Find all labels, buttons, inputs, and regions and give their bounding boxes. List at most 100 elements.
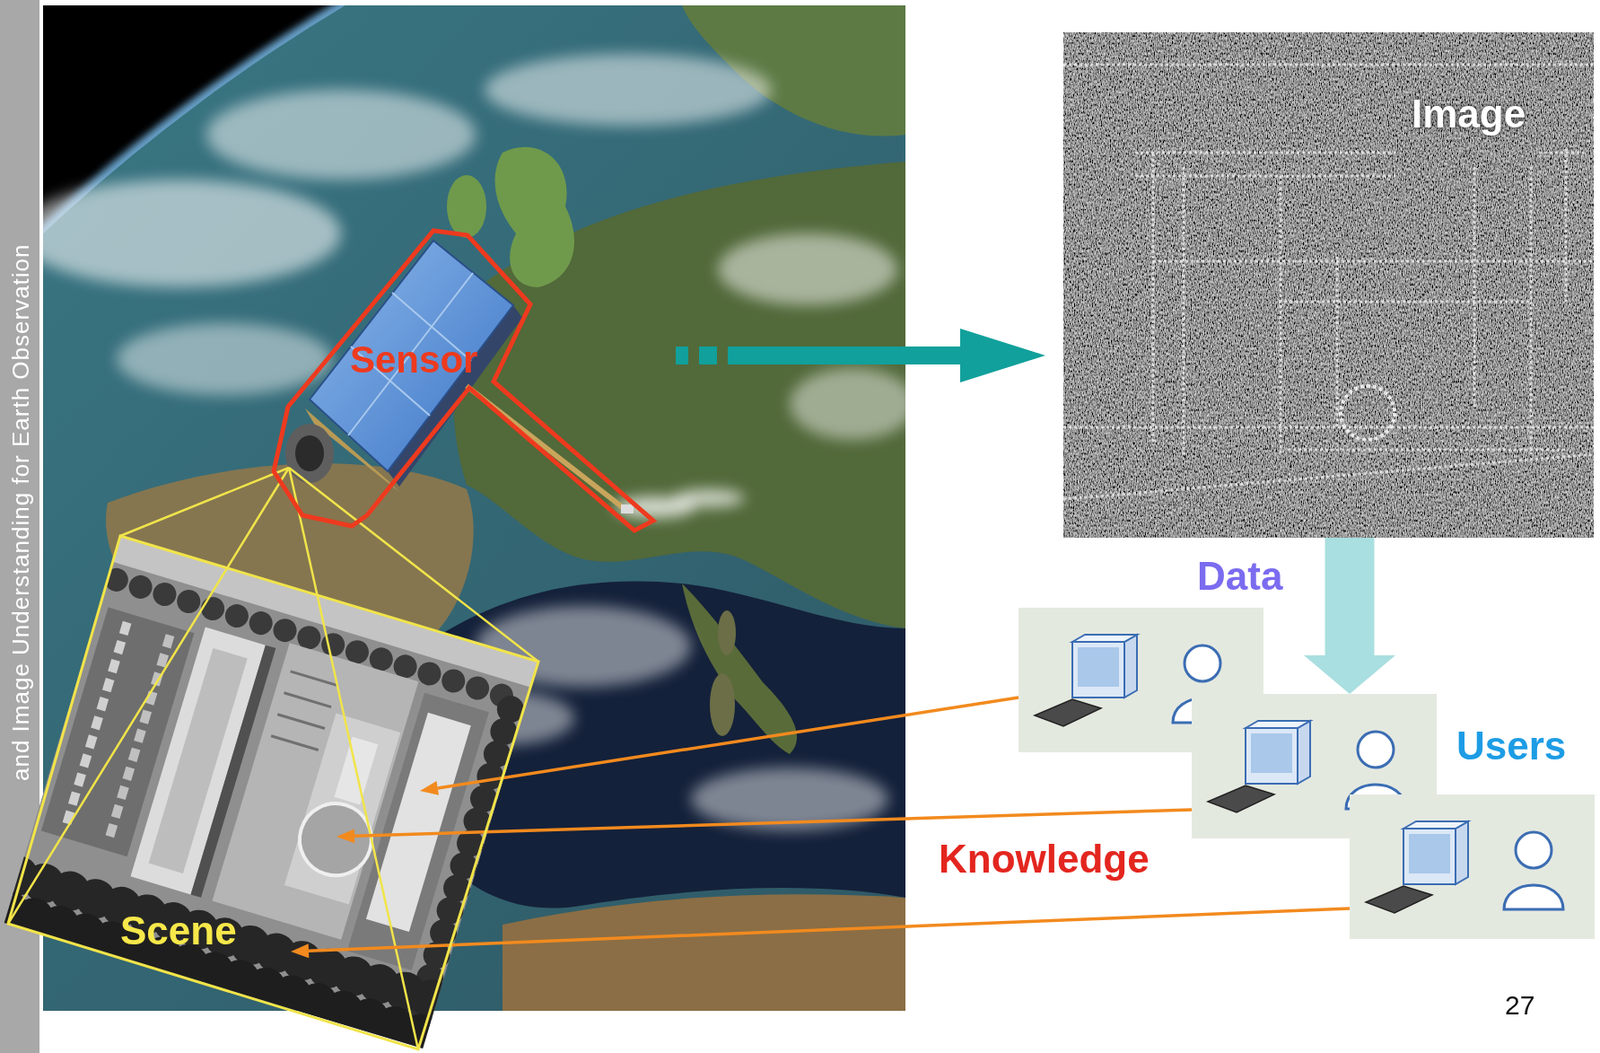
land-ireland: [446, 174, 487, 238]
connector-line: [308, 908, 1350, 951]
sar-line: [1565, 148, 1568, 302]
cloud: [206, 89, 476, 180]
scene-photo: [4, 535, 540, 1049]
windows: [283, 692, 332, 708]
sar-line: [1473, 166, 1477, 410]
sar-line: [1530, 166, 1533, 455]
sar-line: [1278, 300, 1531, 304]
sensor-outline: Sensor: [269, 226, 658, 535]
monitor-front: [1072, 641, 1125, 698]
snow: [673, 489, 745, 508]
cloud: [116, 323, 333, 395]
sensor-lens: [285, 423, 334, 483]
page-number: 27: [1504, 991, 1535, 1019]
arrow-head: [336, 828, 355, 843]
earth-globe: [43, 5, 906, 1011]
scene-outline: [8, 535, 539, 1050]
earth-picture: [43, 5, 906, 1011]
image-box: Image: [1063, 32, 1594, 538]
cloud: [789, 367, 906, 440]
atmosphere: [43, 5, 906, 1011]
connector-line: [675, 346, 961, 365]
scene-label: Scene: [120, 910, 237, 951]
label-holder: 27: [1504, 991, 1535, 1019]
arrow-head: [290, 943, 309, 958]
arrow-head: [419, 780, 439, 796]
monitor-top: [1403, 821, 1469, 829]
node-shape: [269, 226, 658, 535]
land-britain: [495, 147, 575, 288]
windows: [290, 671, 339, 686]
sight-line: [120, 467, 289, 536]
tree-row: [8, 909, 427, 1036]
monitor-top: [1245, 720, 1311, 728]
sar-line: [1153, 260, 1594, 263]
sar-line: [1336, 256, 1339, 428]
keyboard: [1365, 885, 1433, 913]
connector-line: [437, 697, 1019, 788]
person-head: [1357, 731, 1394, 768]
sar-line: [1063, 454, 1594, 499]
solar-panel: [309, 240, 514, 472]
sar-line: [1538, 151, 1584, 155]
image-label: Image: [1411, 94, 1526, 134]
sar-line: [1063, 426, 1594, 429]
keyboard: [1034, 699, 1102, 726]
monitor-top: [1072, 634, 1137, 642]
sar-line: [1287, 448, 1566, 452]
arrow-head: [1303, 655, 1396, 694]
person-body: [1503, 884, 1564, 910]
sar-line: [1135, 151, 1396, 155]
boom-tip: [620, 504, 634, 514]
sensor-to-image-arrow: [675, 328, 1046, 383]
label-holder: and Image Understanding for Earth Observ…: [8, 780, 547, 805]
ground: [4, 535, 540, 1049]
sar-structures: [1063, 64, 1594, 499]
monitor-front: [1403, 828, 1456, 884]
windows: [277, 714, 325, 729]
sar-dome: [1340, 385, 1395, 440]
sight-line: [288, 467, 419, 1050]
island: [717, 610, 736, 656]
connector-line: [354, 809, 1192, 836]
knowledge-label: Knowledge: [938, 839, 1150, 879]
sar-line: [1063, 63, 1593, 67]
connector-line: [1325, 537, 1375, 656]
data-arrow: [1303, 537, 1396, 694]
monitor-screen: [1408, 833, 1451, 874]
sar-line: [1182, 166, 1186, 455]
cloud: [484, 53, 772, 126]
sight-lines: [8, 467, 539, 1050]
users-label: Users: [1456, 725, 1566, 766]
sensor-lens-inner: [295, 435, 324, 472]
keyboard: [1207, 785, 1275, 813]
sar-line: [1152, 153, 1155, 446]
knowledge-arrow: [336, 809, 1192, 843]
cloud: [43, 179, 341, 288]
sensor-outline: [273, 230, 654, 531]
cars: [65, 621, 128, 829]
satellite: [285, 240, 634, 514]
person-head: [1515, 831, 1552, 868]
monitor-screen: [1250, 733, 1293, 773]
island: [709, 673, 735, 736]
monitor-screen: [1077, 646, 1120, 687]
monitor-side: [1297, 720, 1311, 784]
monitor-side: [1455, 821, 1469, 884]
label-holder: Knowledge: [938, 839, 1150, 879]
edge-label: Data: [1197, 556, 1283, 596]
land-italy: [681, 583, 797, 754]
edge-label-holder: Data: [1197, 556, 1283, 596]
monitor-side: [1124, 634, 1137, 698]
cloud: [717, 233, 898, 306]
dome: [290, 794, 381, 884]
side-title: and Image Understanding for Earth Observ…: [8, 243, 33, 781]
scene-outline: Scene: [8, 535, 539, 1050]
sensor-label: Sensor: [349, 340, 478, 379]
sar-speckle: [1063, 32, 1594, 538]
knowledge-arrow: [419, 697, 1019, 796]
sight-line: [8, 467, 289, 924]
user-box: [1349, 794, 1595, 939]
sar-line: [1135, 174, 1396, 178]
